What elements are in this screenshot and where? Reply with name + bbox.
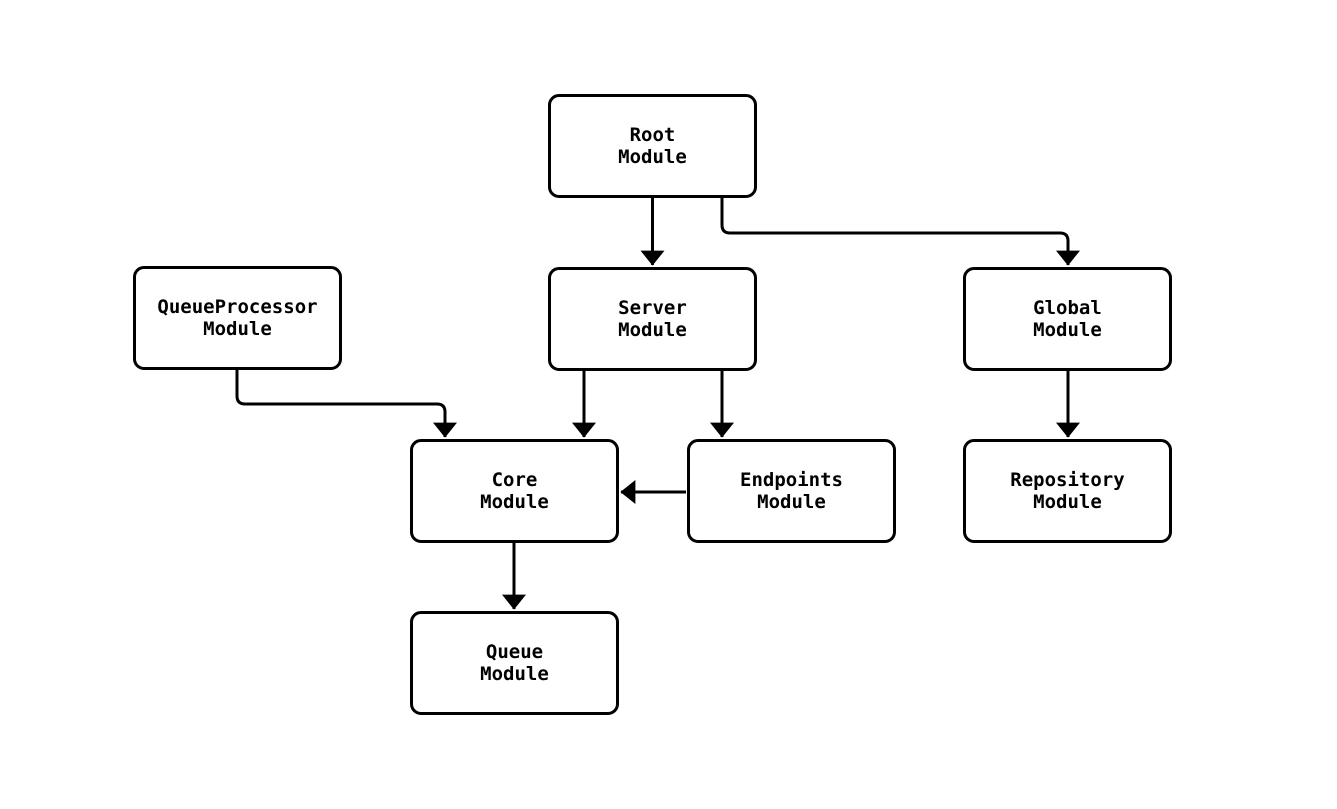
edge-queueprocessor-to-core	[235, 370, 457, 438]
node-queueprocessor-module-label: QueueProcessor Module	[157, 296, 318, 340]
node-queue-module-label: Queue Module	[480, 641, 549, 685]
node-endpoints-module-label: Endpoints Module	[740, 469, 843, 513]
node-repository-module-label: Repository Module	[1010, 469, 1125, 513]
node-global-module-label: Global Module	[1033, 297, 1102, 341]
node-global-module: Global Module	[963, 267, 1172, 371]
node-queue-module: Queue Module	[410, 611, 619, 715]
node-queueprocessor-module: QueueProcessor Module	[133, 266, 342, 370]
node-root-module-label: Root Module	[618, 124, 687, 168]
node-core-module-label: Core Module	[480, 469, 549, 513]
node-server-module-label: Server Module	[618, 297, 687, 341]
edge-root-to-global	[720, 197, 1080, 266]
node-root-module: Root Module	[548, 94, 757, 198]
node-endpoints-module: Endpoints Module	[687, 439, 896, 543]
node-server-module: Server Module	[548, 267, 757, 371]
node-repository-module: Repository Module	[963, 439, 1172, 543]
node-core-module: Core Module	[410, 439, 619, 543]
